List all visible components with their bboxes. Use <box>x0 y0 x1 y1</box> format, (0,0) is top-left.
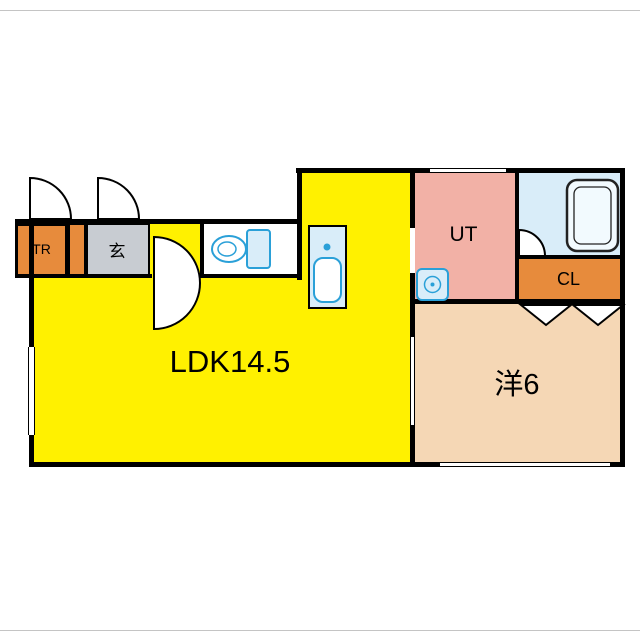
washing-machine-pan-icon <box>416 268 449 301</box>
room-label-ut: UT <box>449 223 478 246</box>
hall-door-swing-icon <box>153 235 201 331</box>
frame-line-bottom <box>0 630 640 631</box>
wall <box>410 168 415 467</box>
room-kitchen <box>300 170 412 230</box>
room-genkan <box>86 223 150 277</box>
room-label-western: 洋6 <box>494 369 540 401</box>
sliding-door <box>410 337 415 425</box>
kitchen-sink-icon <box>308 225 347 309</box>
room-label-ldk: LDK14.5 <box>169 344 291 379</box>
wall <box>15 274 152 278</box>
wall <box>620 168 625 467</box>
entrance-door-swing-icon <box>97 176 141 220</box>
bath-door-swing-icon <box>518 228 547 257</box>
window <box>28 347 35 435</box>
room-label-genkan: 玄 <box>108 241 126 261</box>
toilet-icon <box>211 229 271 269</box>
wall <box>29 219 34 467</box>
bathtub-icon <box>565 178 620 253</box>
wall <box>515 172 519 302</box>
folding-door-icon <box>518 304 574 327</box>
door-opening <box>410 228 415 273</box>
folding-door-icon <box>570 304 626 327</box>
room-label-cl: CL <box>556 268 580 289</box>
room-closet <box>517 257 622 302</box>
wall <box>200 222 204 278</box>
wall <box>200 274 302 278</box>
wall <box>297 168 302 280</box>
wall <box>410 299 625 304</box>
room-label-tr: TR <box>32 241 51 257</box>
entrance-door-swing-icon <box>29 176 73 220</box>
wall <box>15 219 302 224</box>
room-western <box>412 302 622 467</box>
window <box>440 462 610 467</box>
frame-line-top <box>0 10 640 11</box>
window <box>430 168 506 173</box>
wall <box>29 462 625 467</box>
wall <box>515 255 625 259</box>
